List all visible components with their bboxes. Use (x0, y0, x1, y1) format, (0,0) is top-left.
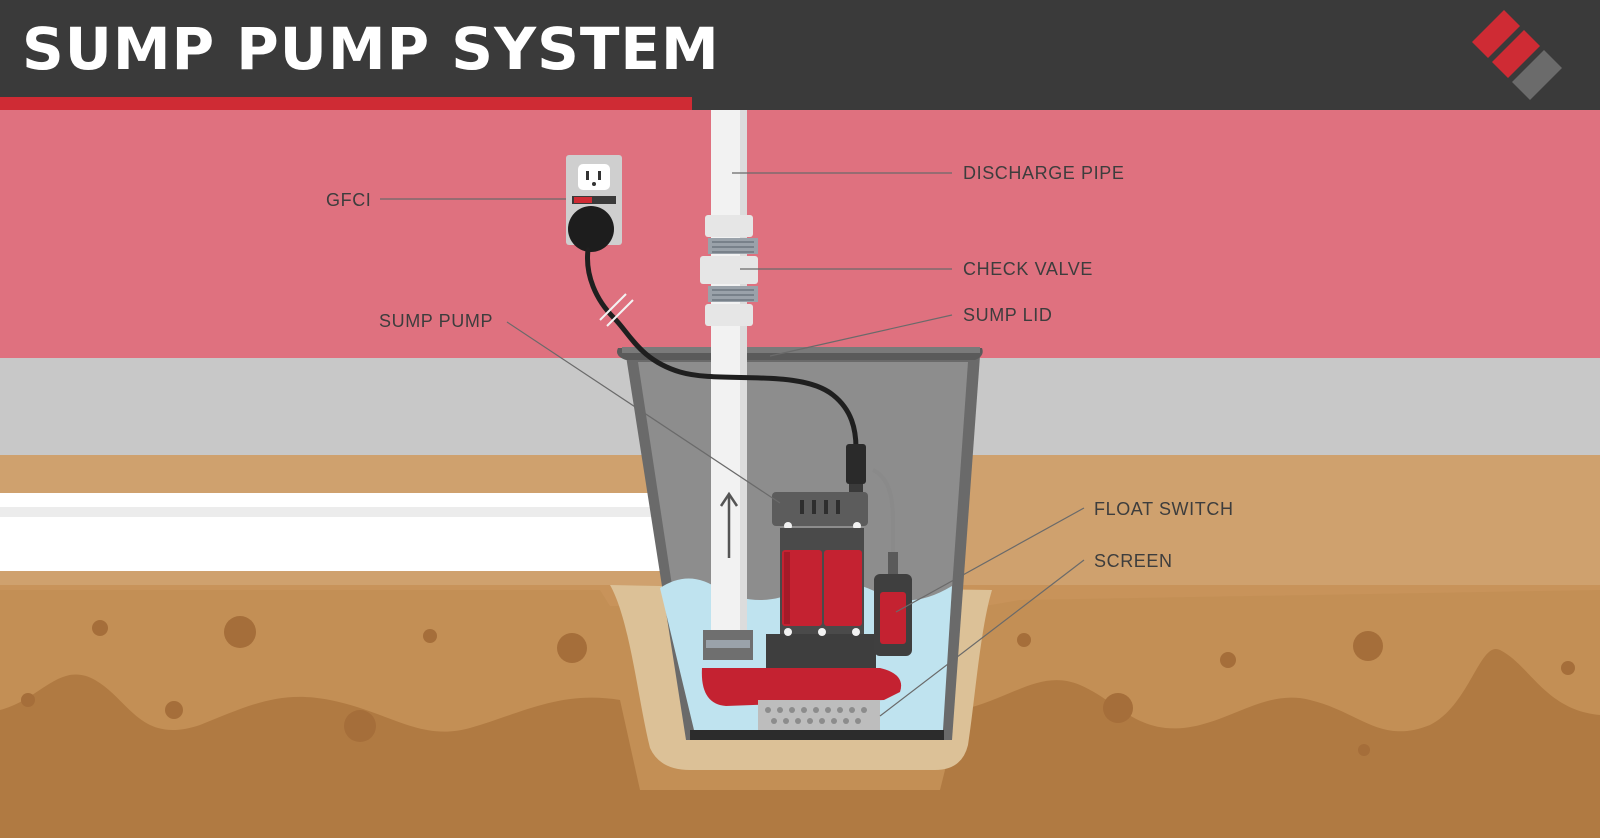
label-gfci: GFCI (326, 190, 372, 210)
float-tether (871, 468, 895, 560)
leader-lines (380, 172, 1085, 717)
gfci-outlet (566, 155, 622, 252)
sump-lid-top (622, 347, 980, 353)
label-screen: SCREEN (1094, 551, 1173, 571)
flow-arrow-icon (719, 491, 739, 558)
label-sump-lid: SUMP LID (963, 305, 1053, 325)
sump-pump (701, 492, 902, 730)
label-check-valve: CHECK VALVE (963, 259, 1093, 279)
brand-logo-icon (1472, 10, 1562, 100)
basin-bottom (690, 730, 944, 740)
check-valve (700, 215, 758, 326)
drain-pipe (0, 493, 677, 571)
cord-plug (846, 444, 866, 484)
label-float-switch: FLOAT SWITCH (1094, 499, 1234, 519)
power-cord (585, 247, 859, 451)
basement-wall (0, 110, 1600, 360)
page-title: SUMP PUMP SYSTEM (22, 15, 720, 83)
label-discharge-pipe: DISCHARGE PIPE (963, 163, 1125, 183)
header-accent-stripe (0, 97, 692, 110)
header-bar (0, 0, 1600, 110)
drain-pipe-highlight (0, 507, 651, 517)
soil-pebbles (21, 616, 1575, 756)
cord-break-marks (599, 293, 634, 327)
label-sump-pump: SUMP PUMP (379, 311, 494, 331)
float-switch (874, 552, 912, 656)
deep-soil (0, 648, 1600, 838)
